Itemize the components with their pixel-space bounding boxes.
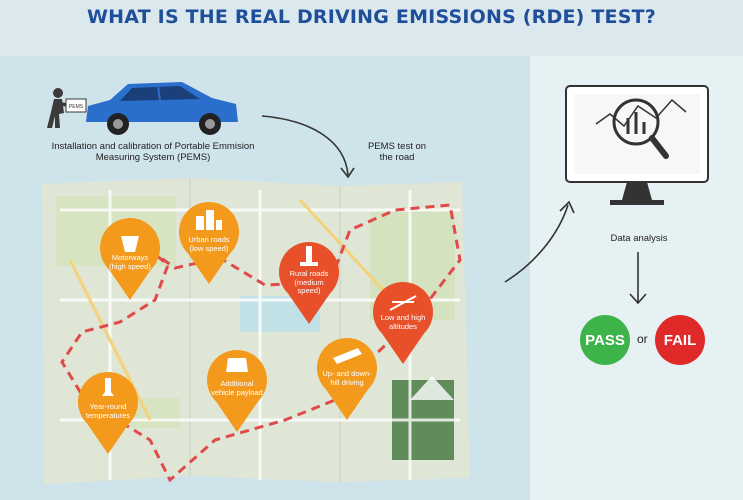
pin-label-rural: Rural roads (medium speed) [289, 269, 329, 295]
page-title: WHAT IS THE REAL DRIVING EMISSIONS (RDE)… [87, 6, 656, 28]
arrow-icon [504, 200, 575, 283]
pin-label-payload: Additional vehicle payload [211, 379, 263, 397]
tree-icon [410, 376, 454, 400]
car-icon [86, 82, 238, 135]
motorway-icon [121, 236, 139, 252]
pin-temperature [78, 372, 138, 454]
pin-label-temperature: Year-round temperatures [85, 402, 131, 420]
thermometer-icon [102, 378, 114, 396]
pin-label-hill: Up- and down-hill driving [322, 369, 372, 387]
caption-installation: Installation and calibration of Portable… [51, 141, 255, 163]
pin-label-altitude: Low and high altitudes [380, 313, 426, 331]
arrow-icon [261, 115, 355, 179]
pin-payload [207, 350, 267, 432]
fail-badge: FAIL [655, 315, 705, 365]
mountain-road-icon [389, 295, 417, 311]
weight-icon [226, 358, 248, 372]
pems-box-icon: PEMS [65, 98, 87, 113]
pin-urban [179, 202, 239, 284]
rural-road-icon [300, 246, 318, 266]
pems-box-label: PEMS [69, 104, 84, 110]
monitor-icon [565, 85, 709, 205]
caption-pems-test: PEMS test on the road [367, 141, 427, 163]
pin-rural [279, 242, 339, 324]
pin-label-urban: Urban roads (low speed) [188, 235, 230, 253]
magnifier-icon [612, 98, 669, 159]
buildings-icon [196, 210, 222, 230]
header-band [0, 0, 743, 56]
arrow-icon [629, 252, 647, 305]
caption-data-analysis: Data analysis [610, 233, 668, 244]
pin-hill [317, 338, 377, 420]
pass-badge: PASS [580, 315, 630, 365]
or-label: or [637, 332, 648, 346]
car-hill-icon [333, 348, 362, 364]
pin-altitude [373, 282, 433, 364]
pin-label-motorways: Motorways (high speed) [109, 253, 151, 271]
